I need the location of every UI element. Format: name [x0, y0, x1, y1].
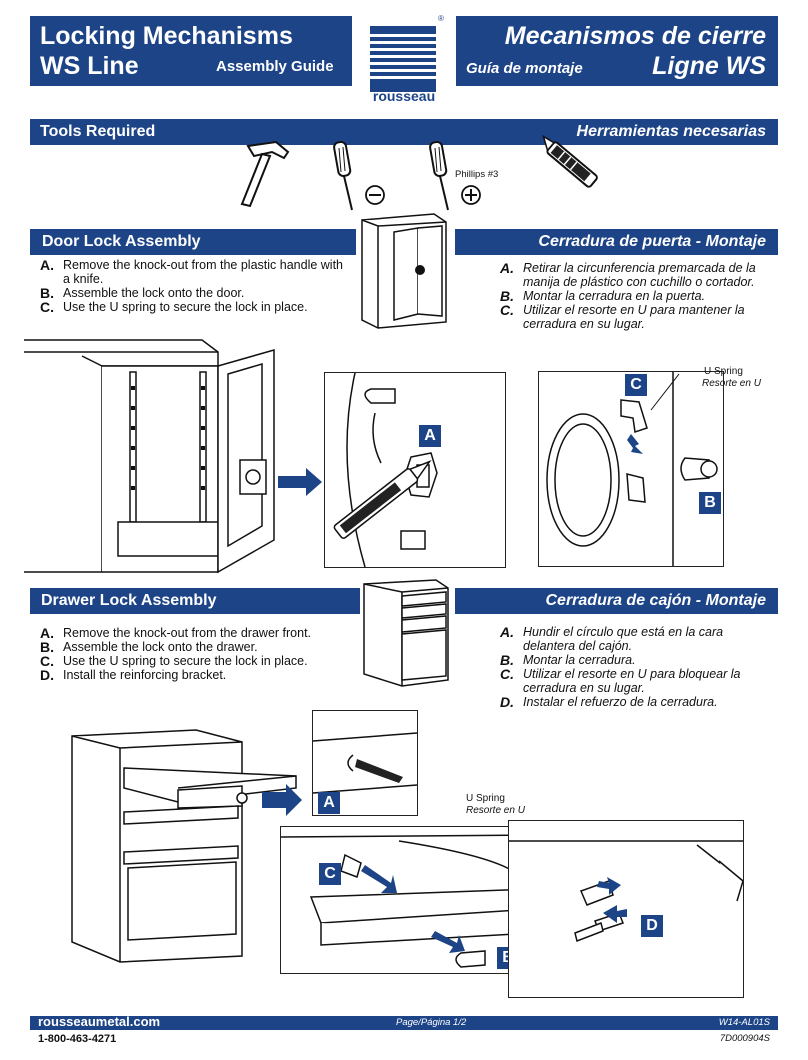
drawer-lock-spring-illustration: [280, 834, 534, 968]
callout-c-drawer: C: [319, 863, 341, 885]
footer-url: rousseaumetal.com: [38, 1014, 161, 1029]
registered-mark: ®: [438, 14, 444, 23]
footer-page-number: Page/Página 1/2: [396, 1017, 467, 1028]
door-step-a-es: A.Retirar la circunferencia premarcada d…: [500, 260, 756, 289]
drawer-detail-d-frame: D: [508, 820, 744, 998]
drawer-step-b-es: B.Montar la cerradura.: [500, 652, 636, 668]
drawer-steps-en: A.Remove the knock-out from the drawer f…: [40, 626, 360, 682]
hammer-icon: [240, 140, 290, 208]
doc-title-en: Locking Mechanisms: [40, 22, 293, 50]
door-steps-en: A.Remove the knock-out from the plastic …: [40, 258, 352, 314]
footer-bar: [30, 1016, 778, 1030]
callout-b-door: B: [699, 492, 721, 514]
utility-knife-icon: [542, 134, 598, 188]
drawer-step-d: D.Install the reinforcing bracket.: [40, 667, 227, 683]
door-step-b: B.Assemble the lock onto the door.: [40, 285, 245, 301]
phillips-screwdriver-icon: [429, 140, 449, 211]
uspring-label-door-en: U Spring: [704, 366, 743, 377]
drawer-steps-es: A.Hundir el círculo que está en la cara …: [500, 625, 770, 709]
door-lock-title-es: Cerradura de puerta - Montaje: [538, 233, 766, 250]
phillips-label: Phillips #3: [455, 169, 499, 180]
footer-code-1: W14-AL01S: [718, 1017, 770, 1028]
callout-c-door: C: [625, 374, 647, 396]
callout-a-door: A: [419, 425, 441, 447]
door-lock-bar-en: Door Lock Assembly: [30, 229, 356, 255]
door-step-c-es: C.Utilizar el resorte en U para mantener…: [500, 302, 745, 331]
drawer-lock-title-en: Drawer Lock Assembly: [41, 592, 217, 609]
tools-required-bar: Tools Required Herramientas necesarias: [30, 119, 778, 145]
footer-phone: 1-800-463-4271: [38, 1033, 117, 1045]
tools-title-en: Tools Required: [40, 123, 156, 140]
flat-screwdriver-icon: [333, 140, 353, 211]
drawer-knockout-illustration: [312, 732, 418, 794]
drawer-step-a-es: A.Hundir el círculo que está en la cara …: [500, 624, 724, 653]
drawer-step-b: B.Assemble the lock onto the drawer.: [40, 639, 258, 655]
doc-subtitle-line-es: Ligne WS: [652, 52, 766, 80]
assembly-guide-label: Assembly Guide: [216, 58, 334, 75]
drawer-detail-a-frame: [312, 710, 418, 816]
drawer-lock-bar-es: Cerradura de cajón - Montaje: [455, 588, 778, 614]
drawer-step-a: A.Remove the knock-out from the drawer f…: [40, 625, 312, 641]
header-title-block-es: Mecanismos de cierre Guía de montaje Lig…: [456, 16, 778, 86]
uspring-label-drawer-es: Resorte en U: [466, 805, 525, 816]
drawer-lock-title-es: Cerradura de cajón - Montaje: [545, 592, 767, 609]
door-step-c: C.Use the U spring to secure the lock in…: [40, 299, 308, 315]
door-lock-spring-illustration: [546, 372, 718, 566]
handle-knockout-illustration: [333, 372, 438, 568]
drawer-cabinet-thumbnail: [363, 579, 449, 687]
tools-title-es: Herramientas necesarias: [576, 123, 766, 140]
header-title-block-en: Locking Mechanisms WS Line Assembly Guid…: [30, 16, 352, 86]
uspring-label-door-es: Resorte en U: [702, 378, 761, 389]
assembly-guide-label-es: Guía de montaje: [466, 60, 583, 77]
drawer-detail-bc-frame: C B: [280, 826, 534, 974]
door-detail-bc-frame: C B: [538, 371, 724, 567]
drawer-step-c-es: C.Utilizar el resorte en U para bloquear…: [500, 666, 741, 695]
door-detail-a-frame: A: [324, 372, 506, 568]
minus-circle-icon: [365, 185, 385, 205]
footer-code-2: 7D000904S: [719, 1033, 770, 1044]
open-cabinet-illustration: [24, 339, 322, 574]
uspring-label-drawer-en: U Spring: [466, 793, 505, 804]
reinforcing-bracket-illustration: [509, 840, 744, 943]
door-lock-bar-es: Cerradura de puerta - Montaje: [455, 229, 778, 255]
door-cabinet-thumbnail: [361, 213, 447, 329]
door-lock-title-en: Door Lock Assembly: [42, 233, 201, 250]
drawer-step-c: C.Use the U spring to secure the lock in…: [40, 653, 308, 669]
doc-title-es: Mecanismos de cierre: [504, 22, 766, 50]
door-step-a: A.Remove the knock-out from the plastic …: [40, 257, 343, 286]
drawer-lock-bar-en: Drawer Lock Assembly: [30, 588, 360, 614]
callout-d-drawer: D: [641, 915, 663, 937]
doc-subtitle-line-en: WS Line: [40, 52, 139, 80]
callout-a-drawer: A: [318, 792, 340, 814]
rousseau-logo-icon: [370, 26, 436, 92]
plus-circle-icon: [461, 185, 481, 205]
drawer-cabinet-illustration: [71, 729, 302, 963]
brand-name: rousseau: [372, 88, 436, 104]
door-steps-es: A.Retirar la circunferencia premarcada d…: [500, 261, 770, 331]
drawer-step-d-es: D.Instalar el refuerzo de la cerradura.: [500, 694, 718, 710]
door-step-b-es: B.Montar la cerradura en la puerta.: [500, 288, 706, 304]
